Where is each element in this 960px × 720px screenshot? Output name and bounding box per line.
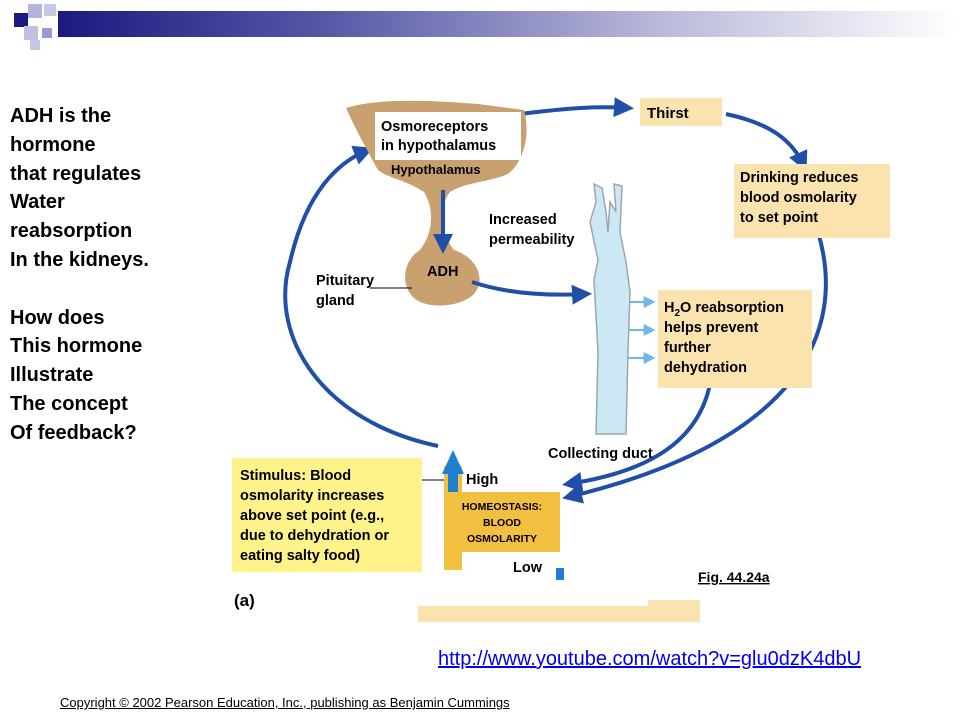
stimulus-label-2: osmolarity increases <box>240 488 384 504</box>
adh-feedback-diagram: Osmoreceptors in hypothalamus Hypothalam… <box>232 97 890 622</box>
text-line: How does <box>10 306 105 329</box>
low-arrow-shaft-icon <box>556 568 564 580</box>
text-line: that regulates <box>10 162 142 185</box>
text-line: Of feedback? <box>10 421 137 444</box>
text-line: This hormone <box>10 335 143 358</box>
stimulus-label-3: above set point (e.g., <box>240 508 384 524</box>
text-line: ADH is the <box>10 105 112 127</box>
osmoreceptors-label: Osmoreceptors <box>381 119 488 135</box>
thirst-label: Thirst <box>647 105 689 122</box>
homeostasis-label-3: OSMOLARITY <box>467 533 537 545</box>
h2o-reabsorption-box <box>658 290 812 388</box>
text-line: hormone <box>10 133 96 156</box>
arrow-h2o-to-homeostasis <box>562 383 712 492</box>
high-arrow-shaft-icon <box>448 472 458 496</box>
h2o-reabsorption-label-2: helps prevent <box>664 320 758 336</box>
h2o-subscript: 2 <box>674 308 680 319</box>
increased-permeability-label-2: permeability <box>489 232 574 248</box>
homeostasis-box <box>444 492 560 552</box>
deco-square-lavender-4 <box>42 28 52 38</box>
drinking-label-2: blood osmolarity <box>740 190 857 206</box>
homeostasis-label: HOMEOSTASIS: <box>462 501 542 513</box>
increased-permeability-label: Increased <box>489 212 557 228</box>
h2o-reabsorption-label-4: dehydration <box>664 360 747 376</box>
high-arrow-icon <box>442 450 464 474</box>
collecting-duct-shape <box>589 182 631 435</box>
drinking-label-3: to set point <box>740 210 818 226</box>
youtube-link[interactable]: http://www.youtube.com/watch?v=glu0dzK4d… <box>438 648 862 670</box>
stimulus-label: Stimulus:Blood <box>240 468 351 484</box>
text-line: Water <box>10 191 65 214</box>
arrow-to-thirst <box>519 97 634 118</box>
pituitary-label-2: gland <box>316 293 355 309</box>
figure-number: Fig. 44.24a <box>698 569 770 585</box>
slide-body-text: ADH is the hormone that regulates Water … <box>10 102 210 448</box>
arrow-adh-to-duct <box>471 280 592 305</box>
thirst-box <box>640 98 722 126</box>
pituitary-label: Pituitary <box>316 273 374 289</box>
text-line: reabsorption <box>10 220 133 243</box>
copyright-notice: Copyright © 2002 Pearson Education, Inc.… <box>60 695 510 710</box>
collecting-duct-label: Collecting duct <box>548 446 653 462</box>
deco-square-lavender-1 <box>28 4 42 18</box>
h2o-rest: O reabsorption <box>680 300 784 316</box>
drinking-label: Drinking reduces <box>740 170 858 186</box>
hypothalamus-label: Hypothalamus <box>391 162 481 177</box>
header-gradient-bar <box>58 11 958 37</box>
text-spacer <box>10 275 210 304</box>
osmoreceptors-label-2: in hypothalamus <box>381 138 496 154</box>
text-line: Illustrate <box>10 364 94 387</box>
panel-label: (a) <box>234 591 255 610</box>
osmoreceptors-box <box>375 112 521 160</box>
adh-label: ADH <box>427 264 458 280</box>
stimulus-heading: Stimulus: <box>240 468 306 484</box>
stimulus-label-4: due to dehydration or <box>240 528 389 544</box>
h2o-reabsorption-label-3: further <box>664 340 711 356</box>
deco-square-lavender-2 <box>44 4 56 16</box>
h2o-reabsorption-label: H2O reabsorption <box>664 300 784 319</box>
deco-square-lavender-5 <box>30 40 40 50</box>
stimulus-text-1: Blood <box>310 468 351 484</box>
stimulus-label-5: eating salty food) <box>240 548 360 564</box>
drinking-box <box>734 164 890 238</box>
text-line: In the kidneys. <box>10 248 149 271</box>
high-label: High <box>466 472 498 488</box>
deco-square-navy <box>14 13 28 27</box>
homeostasis-label-2: BLOOD <box>483 517 521 529</box>
deco-square-lavender-3 <box>24 26 38 40</box>
low-label: Low <box>513 560 543 576</box>
text-line: The concept <box>10 392 128 415</box>
arrow-thirst-to-drinking <box>725 112 808 172</box>
loop-arrow-left <box>283 145 439 448</box>
cropped-next-panel <box>418 606 700 622</box>
stimulus-box <box>232 458 422 572</box>
h2o-h: H <box>664 300 674 316</box>
cropped-next-panel-2 <box>648 600 700 622</box>
